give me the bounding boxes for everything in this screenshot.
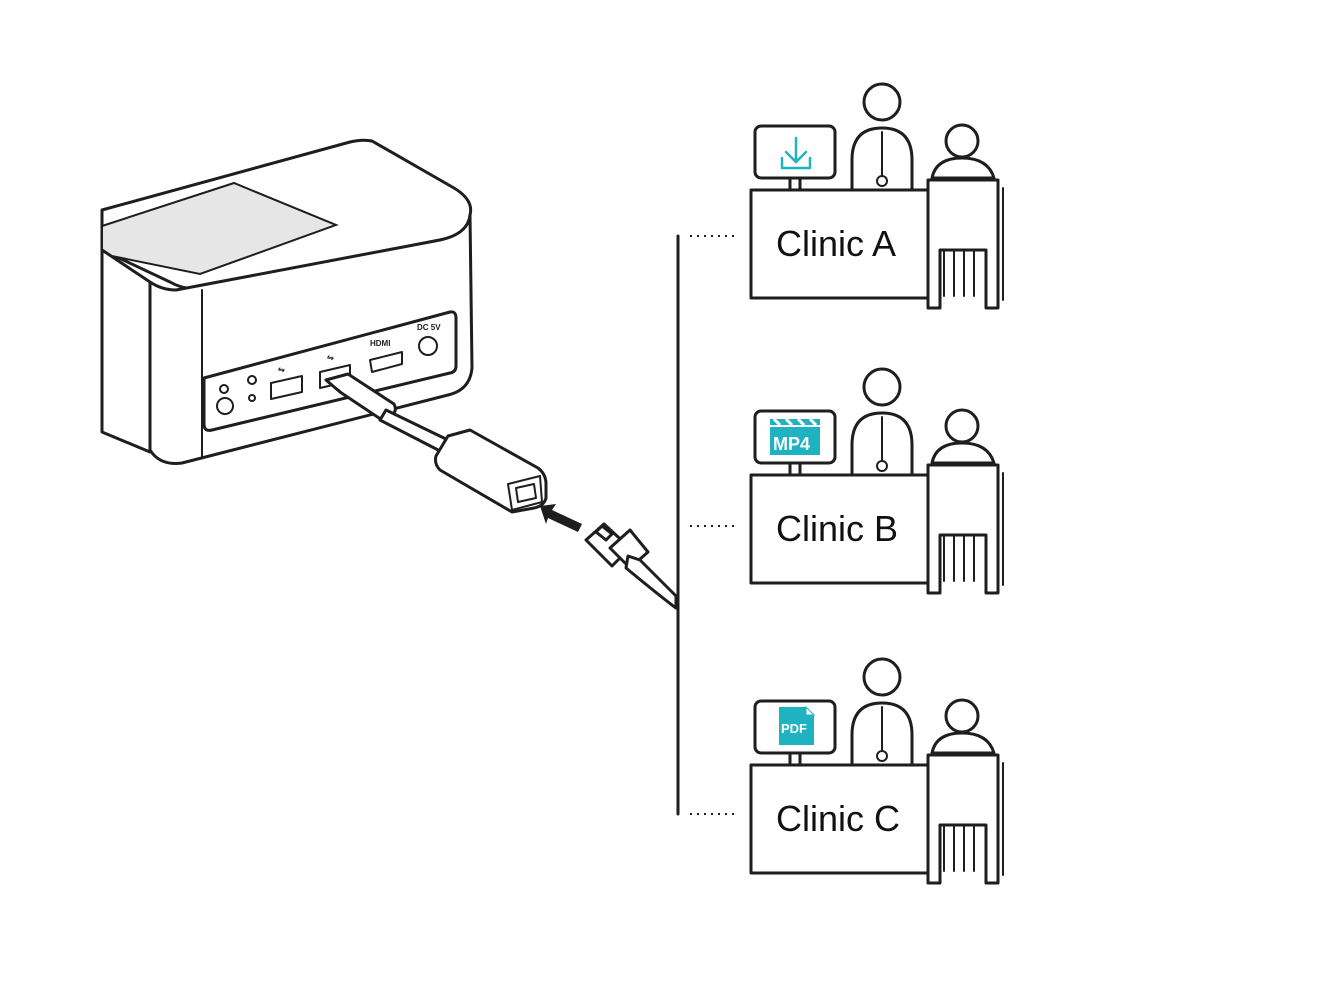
clinic-c: PDF Clinic C [749, 657, 1004, 885]
audio-jack [248, 394, 256, 402]
power-button[interactable] [216, 397, 234, 415]
visitor-head [944, 123, 980, 159]
usb-ethernet-adapter [324, 372, 548, 514]
led-icon [247, 375, 257, 385]
clinic-b: MP4 Clinic B [749, 367, 1004, 595]
clinic-c-desk [749, 763, 931, 875]
clinic-a: Clinic A [749, 82, 1004, 310]
visitor-head [944, 408, 980, 444]
visitor-chair [926, 178, 1000, 310]
visitor-chair [926, 463, 1000, 595]
download-icon [780, 136, 812, 170]
hdmi-label: HDMI [370, 339, 390, 348]
clinic-b-label: Clinic B [776, 508, 898, 549]
usb-symbol-icon: ⇋ [278, 365, 285, 374]
visitor-chair [926, 753, 1000, 885]
clinic-a-label: Clinic A [776, 223, 896, 264]
clinic-c-label: Clinic C [776, 798, 900, 839]
receptionist-head [862, 367, 902, 407]
dc-label: DC 5V [417, 323, 441, 332]
mp4-badge-text: MP4 [773, 434, 810, 454]
usb-port-1[interactable] [270, 375, 303, 400]
media-box-device: ⇋ ⇋ HDMI DC 5V [100, 138, 474, 465]
usb-symbol-icon: ⇋ [327, 353, 334, 362]
receptionist-head [862, 82, 902, 122]
ethernet-cable [584, 522, 678, 610]
receptionist-head [862, 657, 902, 697]
hdmi-port[interactable] [369, 351, 403, 373]
insert-arrow-icon [540, 504, 582, 532]
clinic-a-desk [749, 188, 931, 300]
pdf-badge-text: PDF [781, 721, 807, 736]
pdf-document-icon: PDF [779, 705, 816, 745]
dc-power-jack[interactable] [418, 336, 438, 356]
mp4-video-icon: MP4 [770, 417, 820, 455]
visitor-head [944, 698, 980, 734]
power-indicator-icon [219, 384, 229, 394]
